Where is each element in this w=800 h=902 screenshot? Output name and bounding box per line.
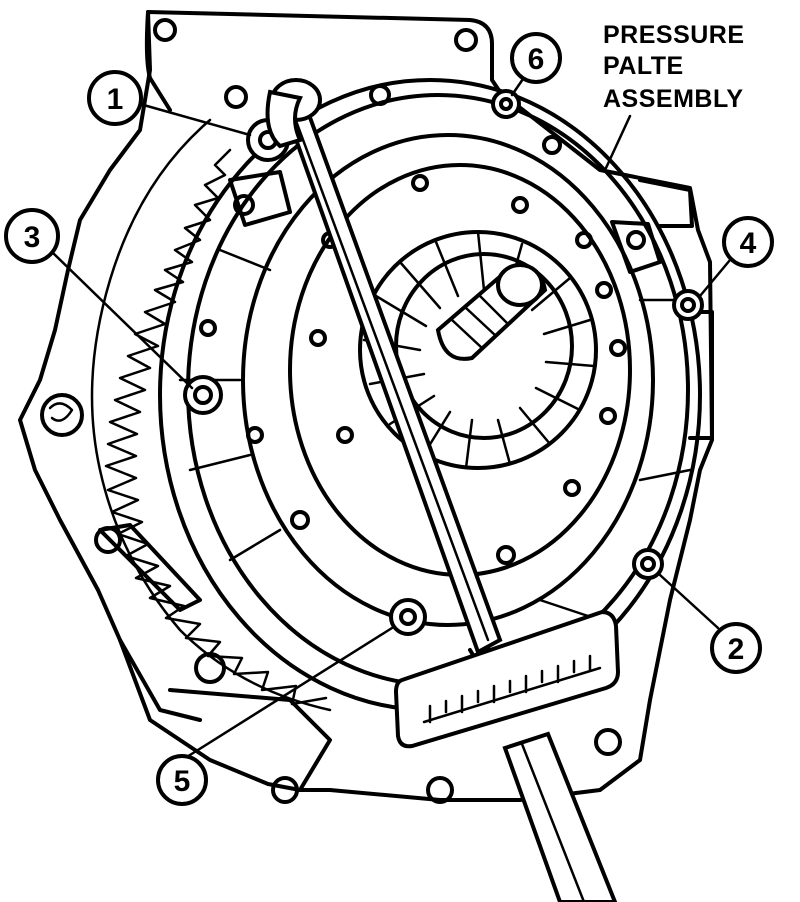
callout-1: 1 [87,70,143,126]
bolt-5 [389,598,427,636]
callout-6: 6 [510,32,562,84]
leader-5 [180,626,394,762]
callout-2-number: 2 [728,633,745,666]
bolt-2 [632,548,664,580]
callout-3-number: 3 [24,221,41,254]
leader-4 [698,258,732,298]
pressure-plate-cover [158,78,702,712]
bolt-4 [672,289,704,321]
callout-2: 2 [710,622,762,674]
callout-5-number: 5 [174,765,191,798]
callout-6-number: 6 [528,43,545,76]
callout-4: 4 [722,216,774,268]
callout-4-number: 4 [740,227,757,260]
callout-5: 5 [156,754,208,806]
torque-wrench [265,78,621,902]
leader-label [604,114,632,170]
pressure-plate-label: PRESSURE PALTE ASSEMBLY [603,21,745,113]
label-line-3: ASSEMBLY [603,85,744,113]
flywheel-ring-gear [90,118,332,712]
label-line-1: PRESSURE [603,21,745,49]
leader-3 [50,250,194,390]
callout-leaders [50,74,732,762]
label-line-2: PALTE [603,52,684,80]
leader-1 [138,102,252,137]
callout-3: 3 [4,208,60,264]
leader-2 [658,573,720,630]
bolt-6 [491,89,521,119]
bolt-3 [183,375,223,415]
callout-1-number: 1 [107,83,124,116]
